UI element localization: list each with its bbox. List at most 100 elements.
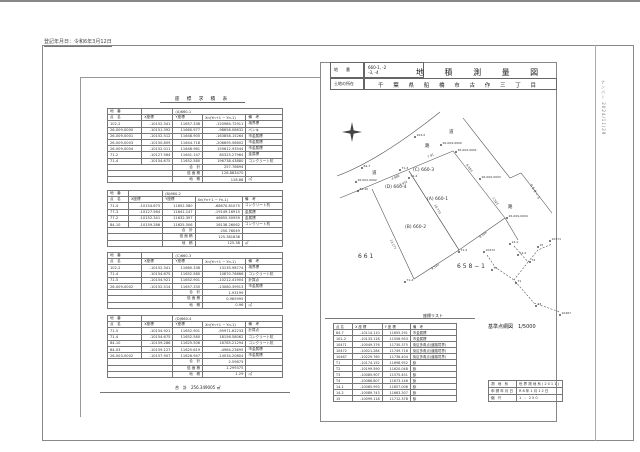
survey-point-marker <box>455 151 457 153</box>
parcel-label: (A) 660-1 <box>427 196 448 202</box>
chiban-label: 地 番 <box>330 62 364 78</box>
survey-point-label: 26-002-0002 <box>358 178 377 182</box>
survey-point-marker <box>440 144 442 146</box>
survey-point-marker <box>537 246 539 248</box>
road-boundary-north <box>336 111 441 177</box>
road-boundary <box>504 217 519 241</box>
survey-point-marker <box>559 314 561 316</box>
survey-point-label: 71-2 <box>461 248 468 252</box>
survey-point-label: 26-009-0003 <box>482 175 501 179</box>
distance-label: 7.523 <box>491 196 499 205</box>
survey-point-marker <box>483 251 485 253</box>
survey-point-label: 10467 <box>562 311 572 315</box>
parcel-label: (D) 660-4 <box>385 184 407 190</box>
survey-point-marker <box>414 136 416 138</box>
document-frame <box>42 45 634 441</box>
survey-point-marker <box>399 169 401 171</box>
location-value: 千 葉 県 船 橋 市 古 作 三 丁 目 <box>378 83 540 89</box>
neighbor-label: 6 5 8 − 3 <box>529 184 541 200</box>
survey-point-label: 15 <box>540 243 544 247</box>
distance-label: 9.320 <box>430 263 439 271</box>
road-label: 道 <box>372 169 377 176</box>
survey-map-frame <box>320 62 557 422</box>
survey-point-label: 102-2 <box>417 133 426 137</box>
survey-point-label: T4 <box>531 258 536 262</box>
registration-date: 登記年月日：令和6年3月12日 <box>44 39 112 47</box>
survey-point-marker <box>529 261 531 263</box>
survey-point-label: T3 <box>537 302 542 306</box>
distance-label: 8.104 <box>478 231 487 239</box>
survey-point-marker <box>357 190 359 192</box>
map-header: 地 番 660-1, -2-3, -4 土地の所在 <box>330 62 557 92</box>
survey-point-marker <box>404 281 406 283</box>
survey-point-marker <box>506 217 508 219</box>
info-row: 測 地 系世界測地系(2011) <box>488 380 563 388</box>
survey-point-label: 14-1 <box>512 240 519 244</box>
calc-sheet <box>80 77 320 417</box>
point-list-title: 座標リスト <box>423 313 443 318</box>
survey-point-label: 26-009-0000 <box>443 141 462 145</box>
survey-point-label: 71-3 <box>402 166 409 170</box>
road-boundary-east <box>462 117 553 214</box>
road-label: 道 <box>449 128 454 135</box>
survey-point-marker <box>549 240 551 242</box>
distance-label: 6.953 <box>465 163 473 172</box>
margin-line <box>595 45 596 441</box>
survey-point-label: 71-4 <box>411 174 418 178</box>
survey-point-marker <box>355 181 357 183</box>
distance-label: 12.177 <box>389 239 397 250</box>
survey-point-label: 26-009-0001 <box>458 148 477 152</box>
north-arrow-icon <box>342 122 362 142</box>
road-label: 路 <box>425 142 430 149</box>
chiban-value: 660-1, -2-3, -4 <box>364 62 424 78</box>
survey-point-marker <box>479 178 481 180</box>
survey-point-marker <box>458 251 460 253</box>
parcel-label: (C) 660-3 <box>413 167 434 173</box>
survey-point-label: T1 <box>517 279 522 283</box>
distance-label: 10.773 <box>433 204 442 215</box>
survey-point-marker <box>491 269 493 271</box>
parcel-label: (B) 660-2 <box>405 224 426 230</box>
survey-point-label: 10471 <box>552 237 562 241</box>
distance-label: 7.91 <box>427 152 435 158</box>
survey-point-marker <box>509 243 511 245</box>
survey-point-marker <box>408 177 410 179</box>
side-stamp: ナンバー 2024/11/29 <box>601 80 606 136</box>
location-cell <box>364 78 557 90</box>
survey-point-label: 14-2 <box>520 251 527 255</box>
survey-point-marker <box>361 167 363 169</box>
reference-network <box>486 243 561 313</box>
road-boundary-south <box>339 150 454 199</box>
survey-point-marker <box>515 282 517 284</box>
neighbor-label: 6 6 1 <box>358 253 373 260</box>
parcel-660-1-outline <box>408 150 506 251</box>
neighbor-label: 6 5 8 − 1 <box>457 263 485 270</box>
distance-label: 2.931 <box>399 180 409 187</box>
top-edge <box>0 0 640 2</box>
survey-point-label: 84-10 <box>360 187 369 191</box>
calc-sheet-title: 座 標 求 積 表 <box>160 96 245 103</box>
survey-point-marker <box>517 254 519 256</box>
survey-point-label: 10472 <box>486 248 496 252</box>
document-title: 地 積 測 量 図 <box>416 68 548 77</box>
survey-point-label: 71-2 <box>407 278 414 282</box>
